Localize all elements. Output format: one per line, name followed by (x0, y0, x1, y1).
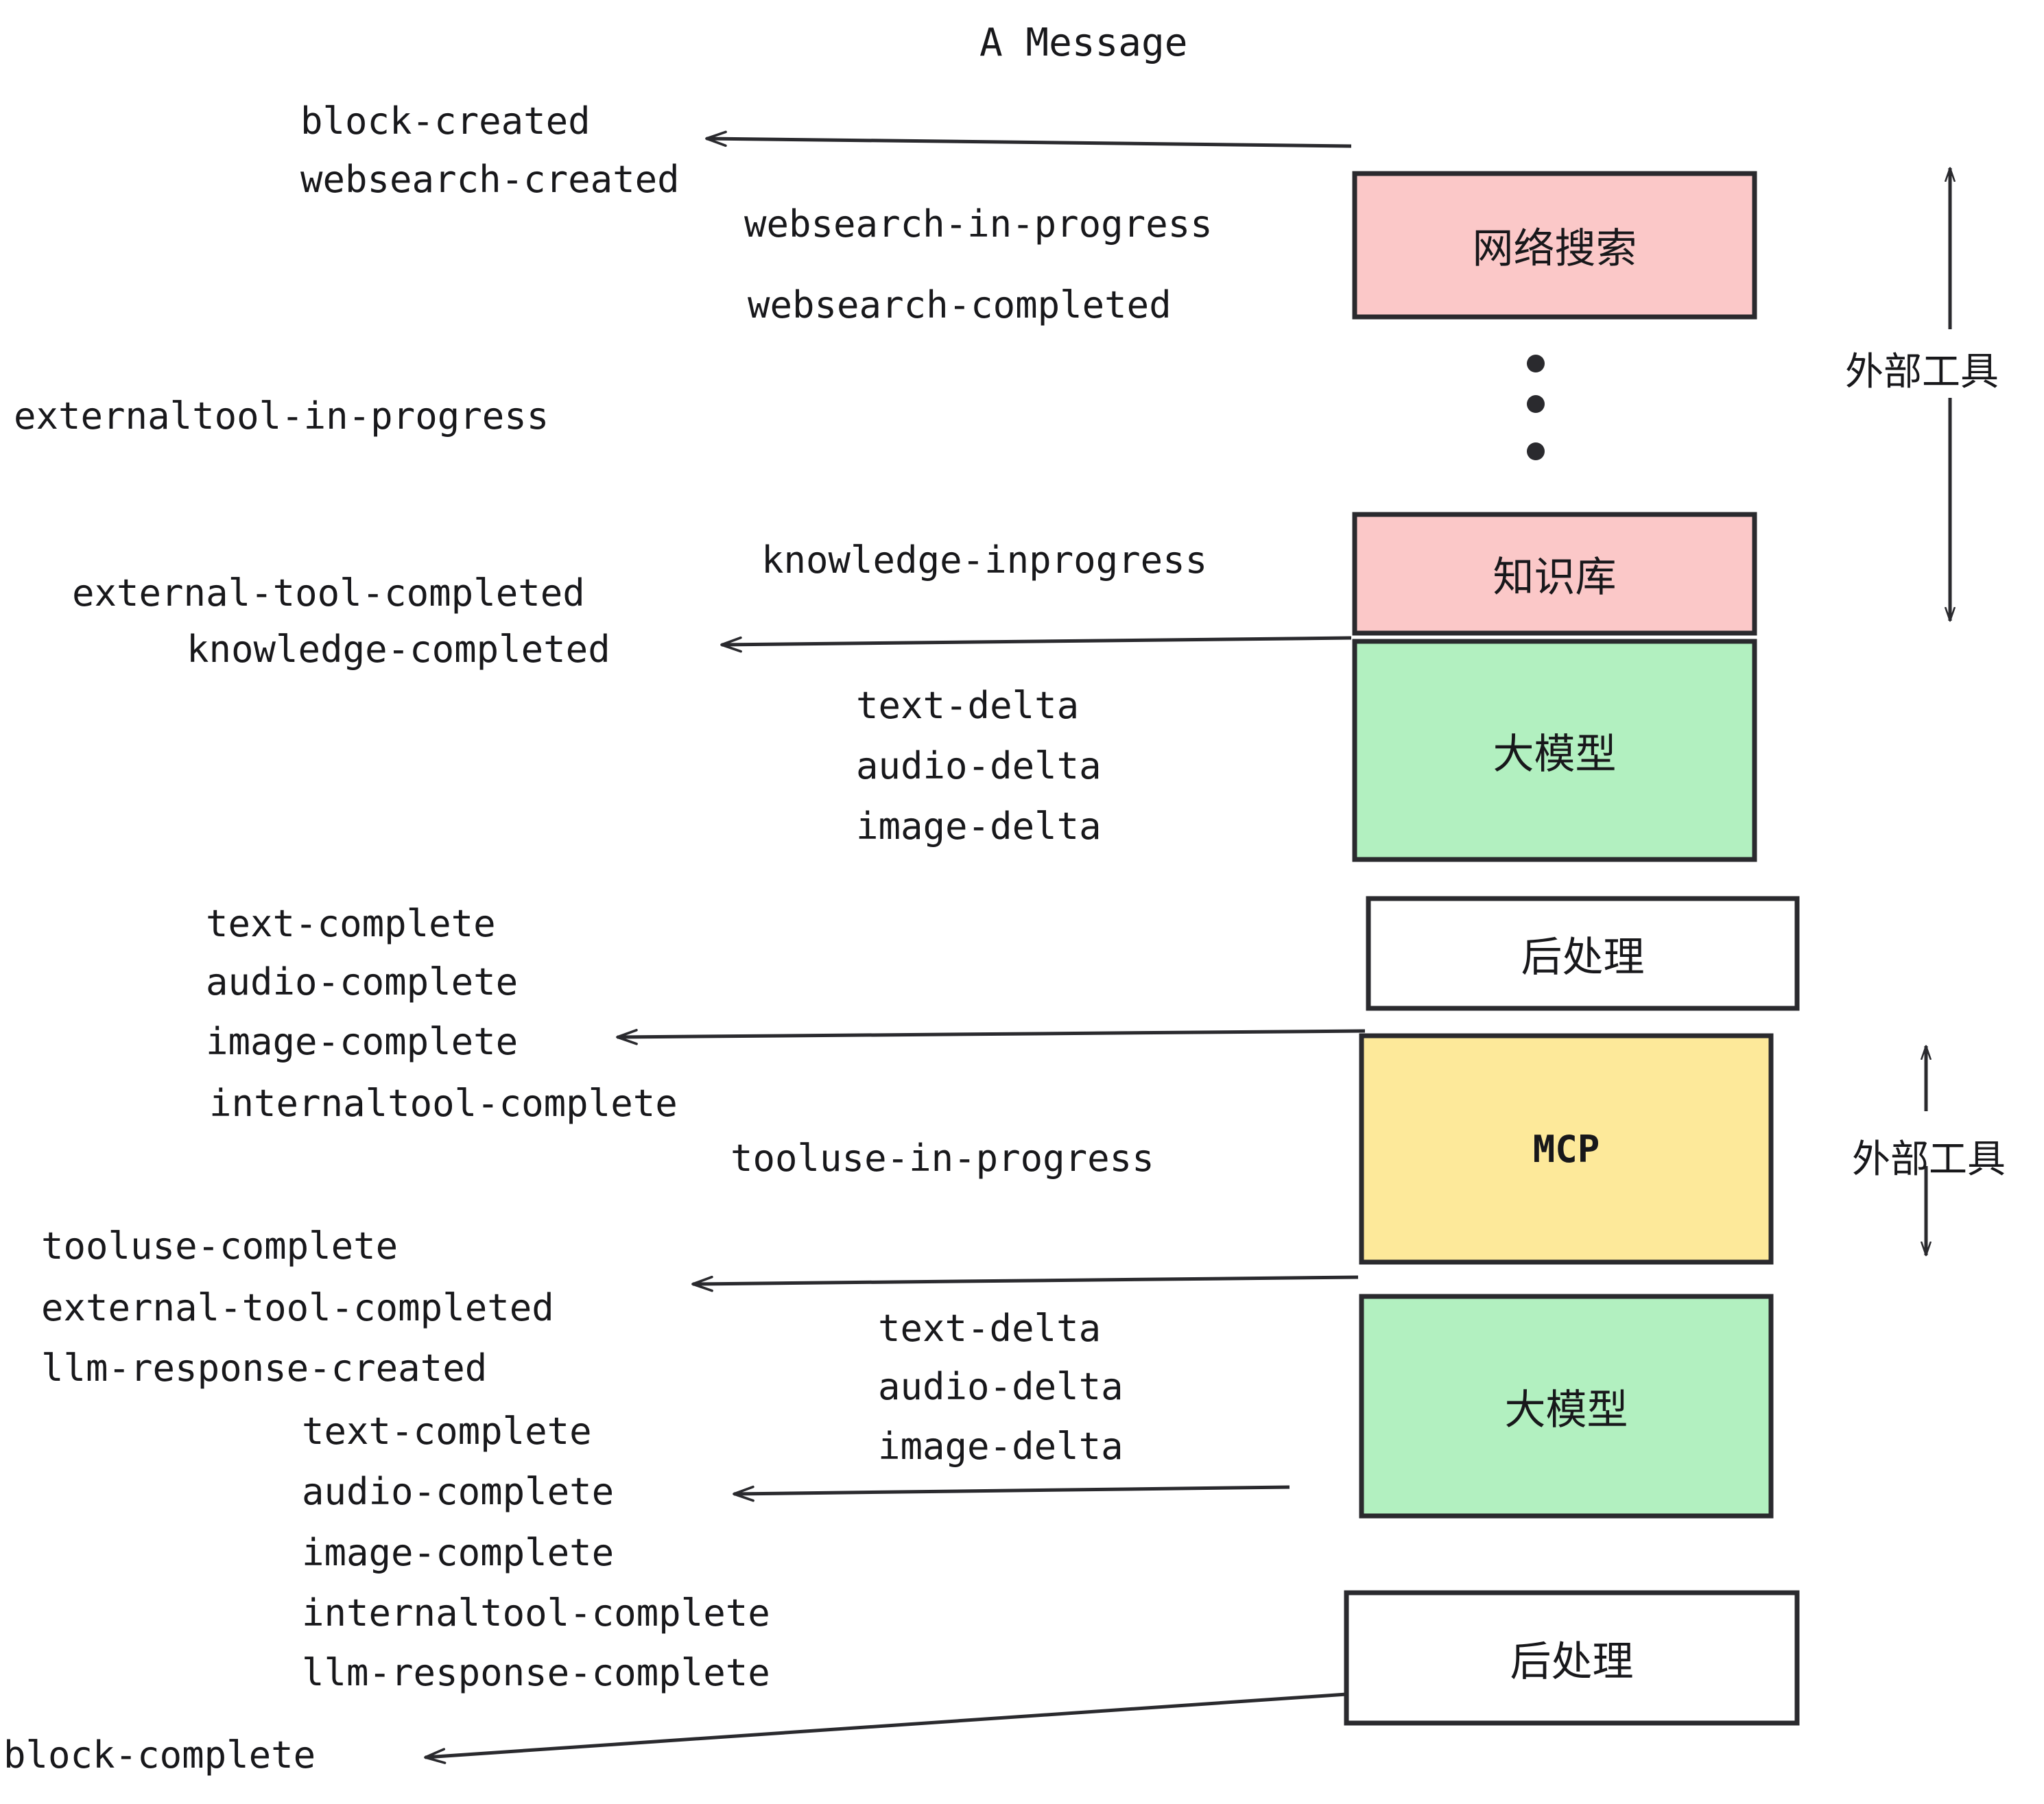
box-knowledgebase (1352, 512, 1757, 636)
ellipsis-dot-3 (1527, 442, 1545, 460)
event-label-internaltool-complete-1: internaltool-complete (209, 1082, 678, 1125)
flow-arrows-group (424, 130, 1366, 1764)
side-label-external-tool-bottom: 外部工具 (1852, 1137, 2006, 1182)
box-label-postprocess-top: 后处理 (1521, 933, 1645, 982)
side-arrows-group (1926, 168, 1950, 1255)
event-label-image-delta-2: image-delta (878, 1425, 1124, 1468)
event-label-websearch-created: websearch-created (300, 158, 680, 201)
arrow-mcp-to-tooluse-complete (691, 1275, 1359, 1292)
box-label-postprocess-bottom: 后处理 (1510, 1637, 1634, 1686)
box-postprocess-bottom (1344, 1590, 1800, 1726)
box-label-llm-bottom: 大模型 (1504, 1386, 1628, 1434)
diagram-title: A Message (979, 21, 1188, 65)
event-label-audio-delta-2: audio-delta (878, 1365, 1124, 1408)
event-label-llm-response-created: llm-response-created (41, 1346, 488, 1390)
event-label-external-tool-completed-2: external-tool-completed (41, 1286, 554, 1329)
box-label-mcp: MCP (1532, 1127, 1600, 1171)
event-label-websearch-completed: websearch-completed (748, 283, 1172, 327)
event-label-tooluse-complete: tooluse-complete (41, 1224, 399, 1268)
event-label-text-delta-1: text-delta (856, 684, 1080, 727)
event-label-text-delta-2: text-delta (878, 1307, 1102, 1350)
event-label-llm-response-complete: llm-response-complete (302, 1651, 770, 1694)
box-mcp (1359, 1033, 1774, 1265)
event-label-knowledge-completed: knowledge-completed (187, 628, 610, 671)
event-label-externaltool-in-progress: externaltool-in-progress (14, 394, 549, 438)
ellipsis-dot-2 (1527, 395, 1545, 413)
box-llm-bottom (1359, 1294, 1774, 1519)
ellipsis-dots-group (1527, 355, 1545, 460)
box-websearch (1352, 171, 1757, 320)
event-label-audio-delta-1: audio-delta (856, 744, 1102, 787)
event-label-audio-complete-2: audio-complete (302, 1470, 615, 1513)
arrow-websearch-to-block-created (705, 130, 1352, 148)
arrow-postprocess-to-block-complete (424, 1692, 1347, 1764)
event-label-block-complete: block-complete (3, 1733, 316, 1777)
box-shapes-group (1344, 171, 1800, 1726)
event-label-audio-complete-1: audio-complete (206, 960, 519, 1004)
event-label-text-complete-2: text-complete (302, 1410, 592, 1453)
arrow-knowledge-to-completed (720, 636, 1352, 653)
event-label-tooluse-in-progress: tooluse-in-progress (730, 1137, 1154, 1180)
event-label-block-created: block-created (300, 99, 591, 143)
arrow-llm-to-audio-complete (733, 1485, 1290, 1502)
event-label-image-complete-2: image-complete (302, 1531, 615, 1574)
box-postprocess-top (1366, 896, 1800, 1011)
event-label-websearch-in-progress: websearch-in-progress (744, 202, 1213, 246)
event-label-internaltool-complete-2: internaltool-complete (302, 1591, 770, 1635)
side-label-external-tool-top: 外部工具 (1845, 350, 1999, 394)
event-label-text-complete-1: text-complete (206, 902, 496, 945)
arrow-postprocess-to-image-complete (616, 1028, 1366, 1045)
event-label-image-complete-1: image-complete (206, 1020, 519, 1063)
box-label-websearch: 网络搜索 (1472, 225, 1637, 273)
event-label-external-tool-completed-1: external-tool-completed (72, 571, 585, 615)
ellipsis-dot-1 (1527, 355, 1545, 372)
event-label-image-delta-1: image-delta (856, 805, 1102, 848)
event-label-knowledge-inprogress: knowledge-inprogress (761, 538, 1208, 582)
box-label-knowledgebase: 知识库 (1493, 554, 1617, 602)
box-llm-top (1352, 639, 1757, 862)
box-label-llm-top: 大模型 (1493, 730, 1617, 779)
